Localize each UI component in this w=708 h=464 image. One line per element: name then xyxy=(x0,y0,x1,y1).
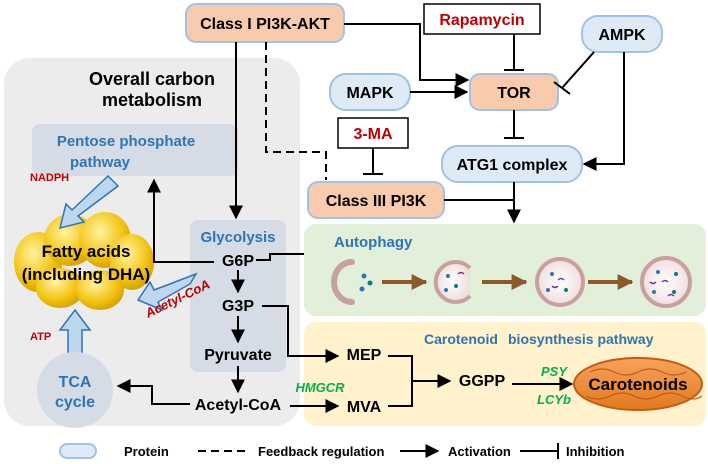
g3p-label: G3P xyxy=(222,298,254,315)
mva-label: MVA xyxy=(347,399,382,416)
tca-cycle-circle xyxy=(37,352,113,428)
class-i-pi3k-akt-label: Class I PI3K-AKT xyxy=(200,16,330,33)
nadph-block-arrow xyxy=(58,174,120,230)
carotenoid-title-part2: biosynthesis pathway xyxy=(508,331,654,347)
3-ma-label: 3-MA xyxy=(353,126,393,143)
g6p-label: G6P xyxy=(222,253,254,270)
legend-feedback-label: Feedback regulation xyxy=(258,444,384,459)
phagophore-icon xyxy=(331,259,373,305)
autophagy-title: Autophagy xyxy=(334,234,413,251)
autophagy-panel xyxy=(304,224,706,316)
carotenoid-droplet-icon xyxy=(573,357,703,411)
ampk-label: AMPK xyxy=(598,27,646,44)
pentose-pathway-box xyxy=(32,124,238,176)
acetyl-coa-label: Acetyl-CoA xyxy=(195,397,282,414)
lcyb-label: LCYb xyxy=(537,392,571,407)
autophagosome-icon xyxy=(535,257,585,307)
pentose-line1: Pentose phosphate xyxy=(57,133,195,150)
fatty-acids-line1: Fatty acids xyxy=(42,242,131,261)
tor-label: TOR xyxy=(497,85,531,102)
psy-label: PSY xyxy=(541,364,568,379)
atg1-complex-label: ATG1 complex xyxy=(457,157,568,174)
glycolysis-title: Glycolysis xyxy=(200,229,275,246)
pathway-connectors xyxy=(116,23,625,413)
autophagosome-forming-icon xyxy=(433,260,472,304)
fatty-acids-line2: (including DHA) xyxy=(22,265,150,284)
3-ma-box xyxy=(337,117,409,149)
atg1-complex-node xyxy=(441,145,583,183)
atp-label: ATP xyxy=(30,331,51,343)
pentose-line2: pathway xyxy=(70,154,131,171)
pyruvate-label: Pyruvate xyxy=(204,347,272,364)
carbon-panel-title-line1: Overall carbon xyxy=(89,69,215,89)
carotenoid-title-part1: Carotenoid xyxy=(424,331,498,347)
hmgcr-label: HMGCR xyxy=(295,380,345,395)
legend: Protein Feedback regulation Activation I… xyxy=(59,443,625,459)
legend-protein-label: Protein xyxy=(124,444,169,459)
acetyl-coa-block-arrow xyxy=(136,272,198,312)
rapamycin-label: Rapamycin xyxy=(439,12,524,29)
legend-protein-swatch xyxy=(59,443,97,459)
ggpp-label: GGPP xyxy=(459,373,506,390)
tca-line1: TCA xyxy=(59,374,92,391)
glycolysis-panel xyxy=(190,220,286,372)
rapamycin-box xyxy=(423,3,541,35)
carotenoids-label: Carotenoids xyxy=(588,375,687,394)
ampk-node xyxy=(581,15,663,53)
carbon-panel-title-line2: metabolism xyxy=(102,90,202,110)
nadph-label: NADPH xyxy=(30,172,69,184)
tca-line2: cycle xyxy=(55,394,95,411)
legend-activation-label: Activation xyxy=(448,444,511,459)
mep-label: MEP xyxy=(347,347,382,364)
mapk-label: MAPK xyxy=(346,85,394,102)
legend-inhibition-label: Inhibition xyxy=(566,444,625,459)
fatty-acid-droplets-icon xyxy=(14,212,154,310)
autolysosome-icon xyxy=(640,256,692,308)
class-iii-pi3k-label: Class III PI3K xyxy=(326,193,427,210)
